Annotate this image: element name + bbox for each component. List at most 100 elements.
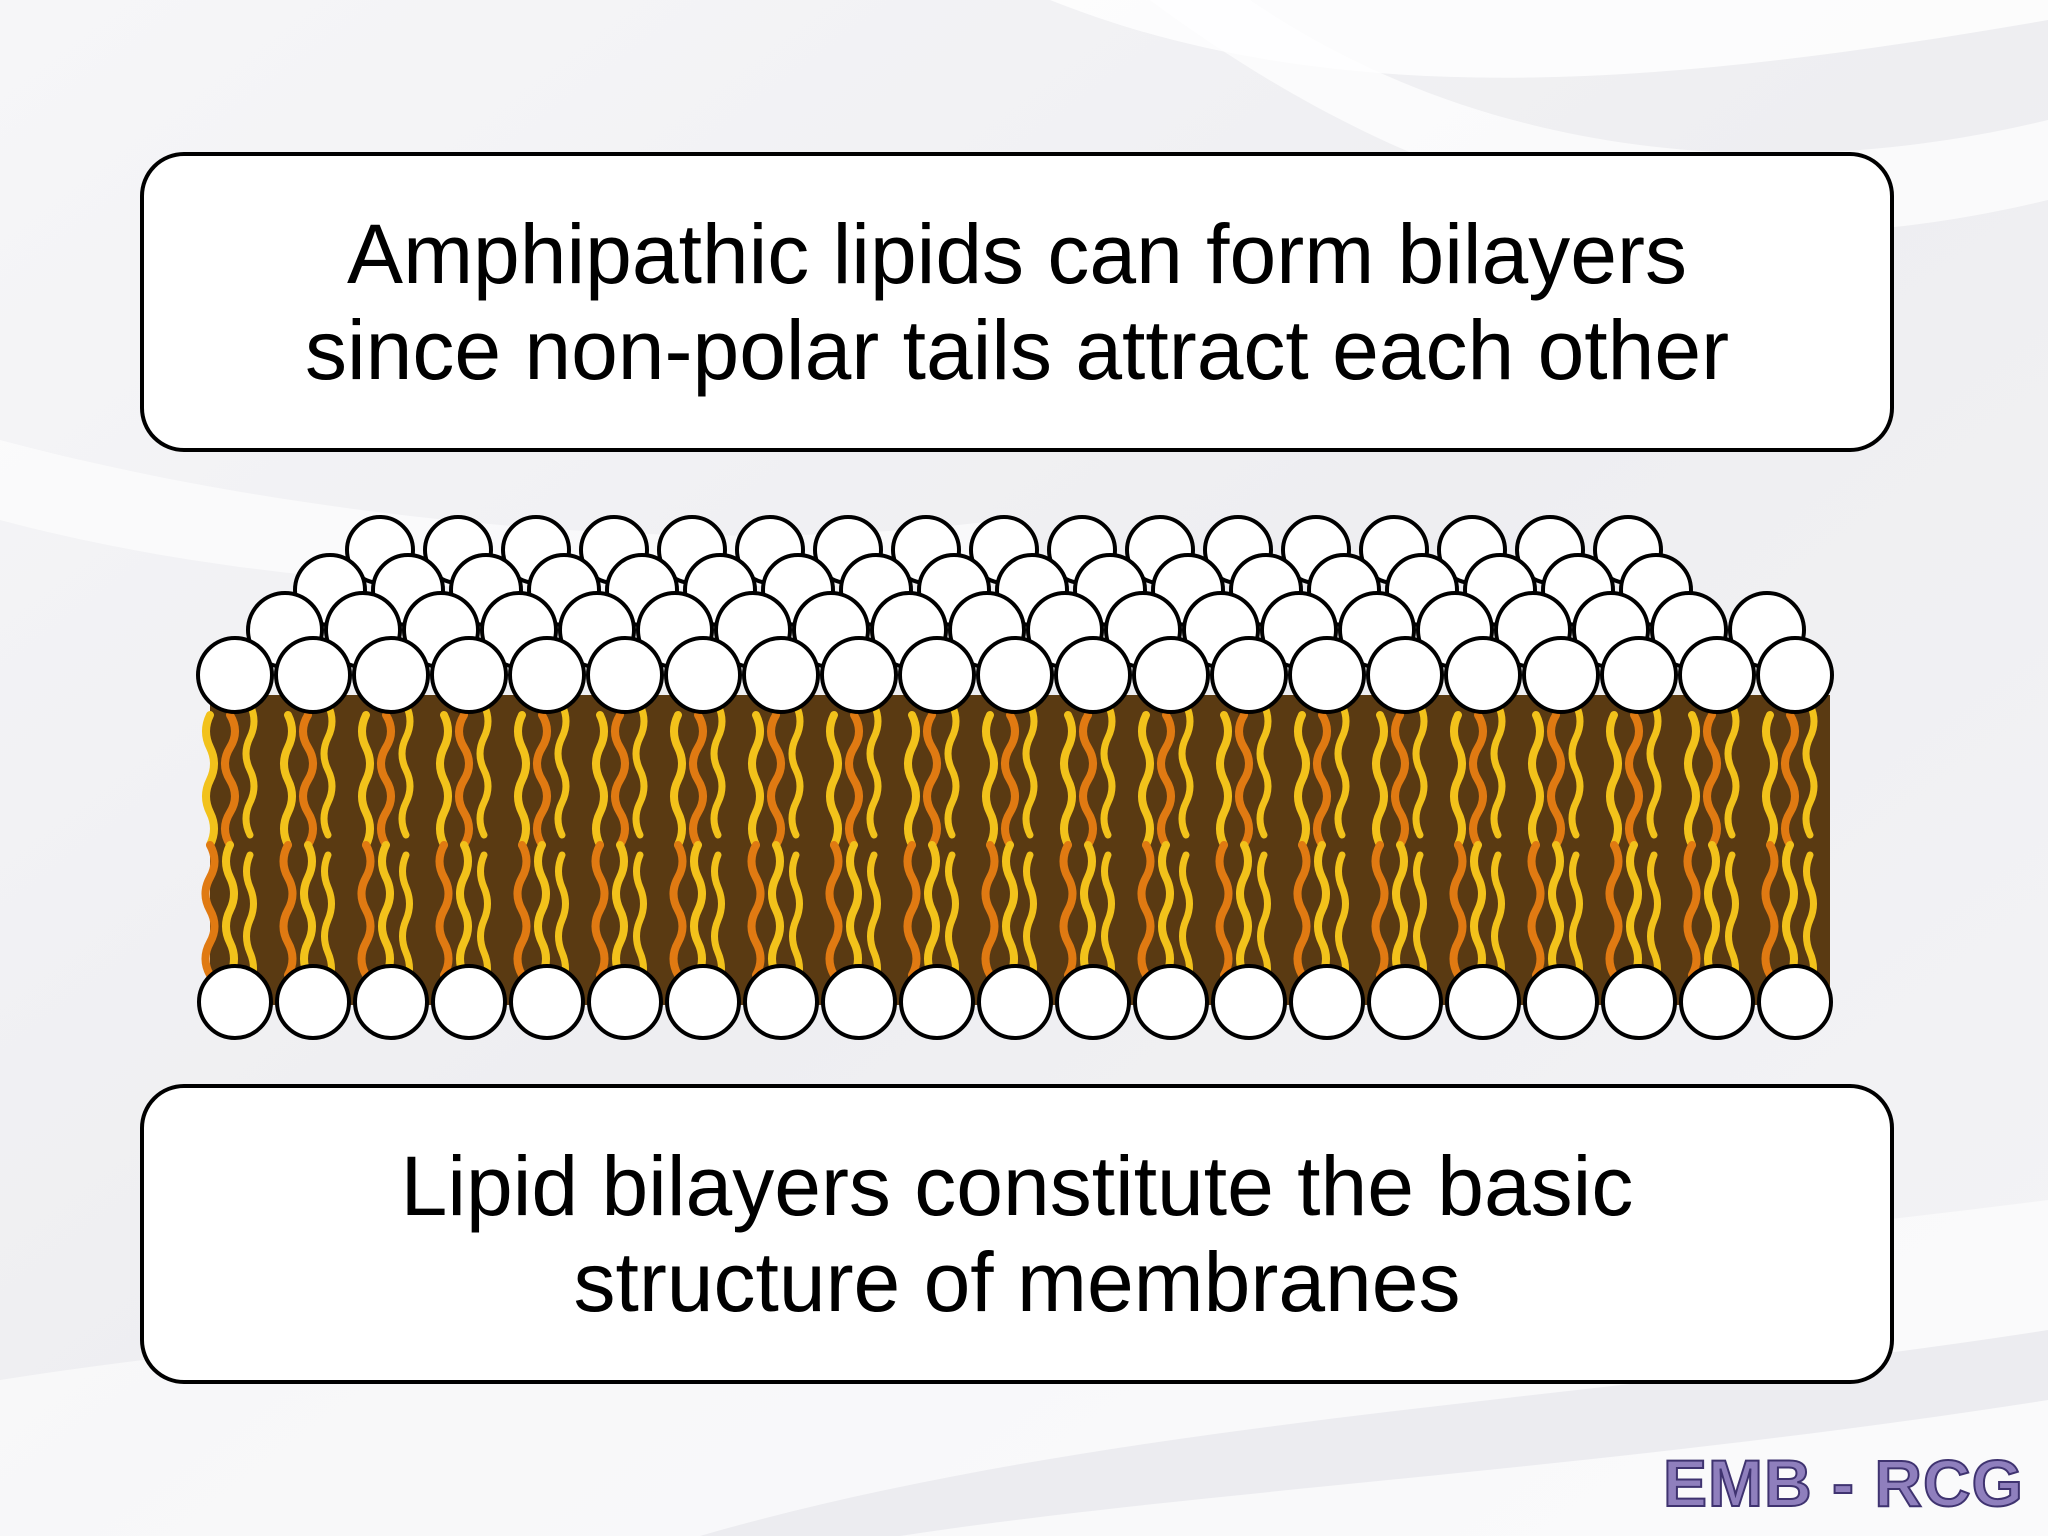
lipid-head-front (1132, 636, 1210, 714)
lipid-head-front (586, 636, 664, 714)
lipid-tail (1157, 711, 1175, 849)
lipid-head-bottom (431, 964, 507, 1040)
lipid-head-front (1444, 636, 1522, 714)
lipid-bilayer-illustration (196, 515, 1834, 1040)
lipid-tail (1294, 711, 1310, 849)
lipid-tail (1803, 851, 1817, 989)
lipid-head-front (1678, 636, 1756, 714)
lipid-tail (1528, 711, 1544, 849)
lipid-tail (633, 851, 647, 989)
lipid-tail (767, 711, 785, 849)
lipid-tail (748, 711, 764, 849)
lipid-tail (1449, 841, 1467, 979)
front-lipid-heads (196, 636, 1834, 714)
lipid-head-bottom (1367, 964, 1443, 1040)
lipid-head-bottom (275, 964, 351, 1040)
lipid-tail (1568, 701, 1584, 839)
lipid-tail (1703, 711, 1721, 849)
lipid-tail (1391, 711, 1409, 849)
lipid-tail (1450, 711, 1466, 849)
lipid-tail (632, 701, 648, 839)
lipid-tail (1606, 711, 1622, 849)
lipid-tail (436, 711, 452, 849)
lipid-head-bottom (509, 964, 585, 1040)
lipid-tail (1313, 711, 1331, 849)
bottom-lipid-heads (197, 964, 1833, 1040)
lipid-tail (1412, 701, 1428, 839)
lipid-tail (435, 841, 453, 979)
lipid-tail (1724, 701, 1740, 839)
lipid-tail (455, 711, 473, 849)
lipid-tail (1605, 841, 1623, 979)
lipid-tail (1647, 851, 1661, 989)
lipid-tail (592, 711, 608, 849)
lipid-tail (1527, 841, 1545, 979)
lipid-tail (690, 841, 706, 979)
lipid-tail (1469, 711, 1487, 849)
lipid-tail (1158, 841, 1174, 979)
lipid-tail (1236, 841, 1252, 979)
lipid-tail (1371, 841, 1389, 979)
lipid-tail (1022, 701, 1038, 839)
lipid-tail (789, 851, 803, 989)
lipid-tail (591, 841, 609, 979)
lipid-tail (377, 711, 395, 849)
lipid-tail (923, 711, 941, 849)
lipid-tail (1802, 701, 1818, 839)
top-caption-box: Amphipathic lipids can form bilayers sin… (140, 152, 1894, 452)
lipid-tail (867, 851, 881, 989)
lipid-tail (1392, 841, 1408, 979)
lipid-tail (242, 701, 258, 839)
lipid-tail (280, 711, 296, 849)
lipid-tail (1179, 851, 1193, 989)
lipid-head-bottom (1601, 964, 1677, 1040)
lipid-tail (1334, 701, 1350, 839)
lipid-head-front (664, 636, 742, 714)
lipid-head-front (508, 636, 586, 714)
lipid-head-bottom (587, 964, 663, 1040)
lipid-head-front (976, 636, 1054, 714)
lipid-tail (1001, 711, 1019, 849)
lipid-tail (1138, 711, 1154, 849)
lipid-tail (689, 711, 707, 849)
lipid-tail (1178, 701, 1194, 839)
lipid-tail (1314, 841, 1330, 979)
lipid-tail (1060, 711, 1076, 849)
lipid-tail (477, 851, 491, 989)
lipid-tail (1725, 851, 1739, 989)
lipid-head-bottom (977, 964, 1053, 1040)
lipid-tail (300, 841, 316, 979)
lipid-tail (202, 711, 218, 849)
lipid-tail (358, 711, 374, 849)
lipid-tail (1100, 701, 1116, 839)
lipid-head-front (898, 636, 976, 714)
lipid-tail (1335, 851, 1349, 989)
lipid-tail (1684, 711, 1700, 849)
lipid-tail (1101, 851, 1115, 989)
lipid-head-front (820, 636, 898, 714)
lipid-tail (1626, 841, 1642, 979)
lipid-tail (1137, 841, 1155, 979)
lipid-tail (221, 711, 239, 849)
bottom-caption-line-1: Lipid bilayers constitute the basic (400, 1139, 1634, 1233)
lipid-head-bottom (743, 964, 819, 1040)
bottom-caption-line-2: structure of membranes (573, 1235, 1461, 1329)
lipid-tail (1257, 851, 1271, 989)
lipid-tail (1215, 841, 1233, 979)
hydrophobic-core (210, 695, 1830, 1005)
top-caption-line-1: Amphipathic lipids can form bilayers (347, 207, 1687, 301)
lipid-head-front (274, 636, 352, 714)
lipid-tail (299, 711, 317, 849)
lipid-tail (243, 851, 257, 989)
lipid-tail (1548, 841, 1564, 979)
lipid-head-front (1600, 636, 1678, 714)
lipid-tail (982, 711, 998, 849)
lipid-tail (321, 851, 335, 989)
lipid-tail (201, 841, 219, 979)
lipid-tail (788, 701, 804, 839)
lipid-tail (611, 711, 629, 849)
lipid-tail (1491, 851, 1505, 989)
lipid-tail (1470, 841, 1486, 979)
lipid-tail (945, 851, 959, 989)
lipid-tail (845, 711, 863, 849)
